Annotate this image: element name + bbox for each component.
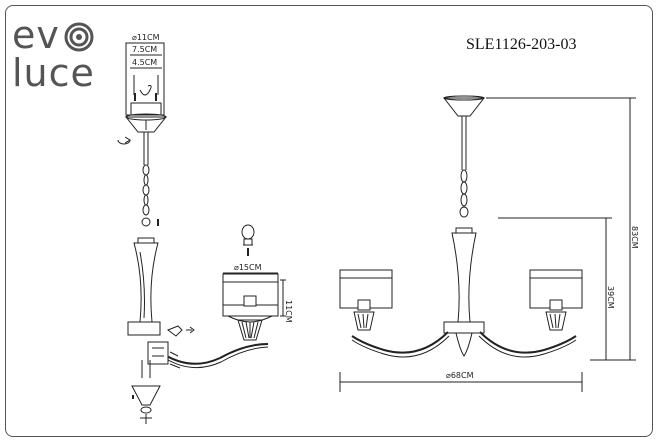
canopy-diameter-label: ⌀11CM [132,33,160,42]
bulb-icon [241,224,255,256]
assembled-chandelier [339,95,583,358]
overall-width-label: ⌀68CM [446,371,474,380]
brand-logo: ev luce [12,16,95,95]
shade-height-label: 11CM [284,300,293,323]
canopy-inner-depth-label: 4.5CM [132,58,157,67]
logo-swirl-icon [64,22,94,52]
sheet-border [5,5,653,437]
shade-diameter-label: ⌀15CM [234,263,262,272]
total-height-label: 83CM [630,226,639,249]
shade-detail [222,272,286,341]
canopy-outer-depth-label: 7.5CM [132,45,157,54]
logo-text-luce: luce [12,51,95,95]
model-number: SLE1126-203-03 [466,36,577,53]
lower-height-label: 39CM [606,286,615,309]
height-dimensions [339,97,636,392]
canopy-detail [125,42,165,116]
logo-text-ev: ev [12,13,60,57]
